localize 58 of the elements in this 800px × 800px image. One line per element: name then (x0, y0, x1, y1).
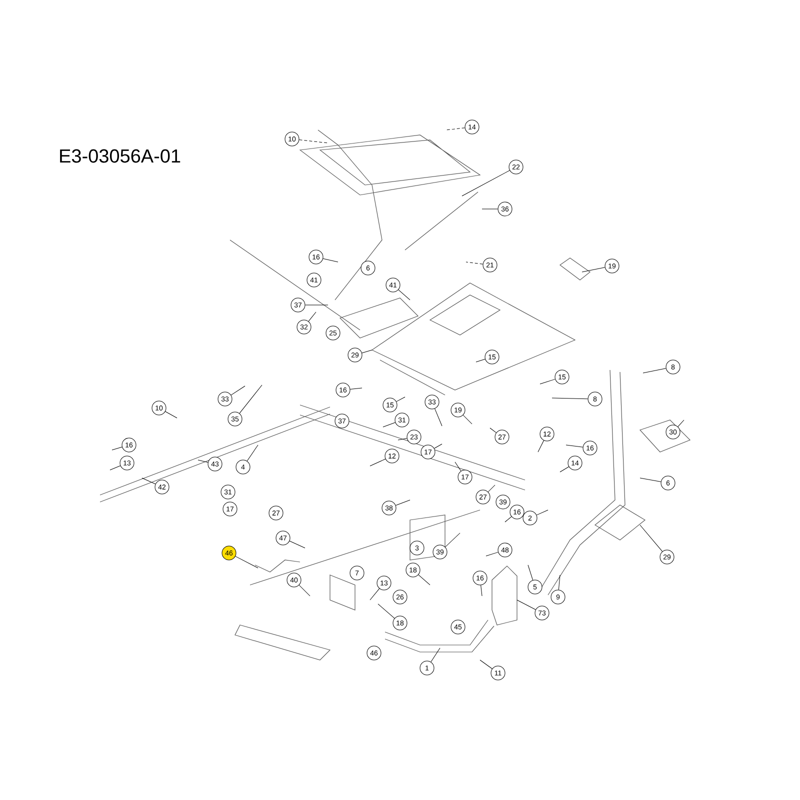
leader-line (528, 564, 534, 580)
leader-line (322, 258, 338, 262)
leader-line (538, 440, 544, 452)
leader-line (430, 648, 440, 662)
leader-line (198, 460, 208, 463)
leader-line (350, 388, 362, 390)
leader-line (482, 208, 498, 210)
leader-line (454, 462, 462, 472)
leader-line (382, 422, 396, 428)
leader-line (490, 428, 496, 433)
leader-line (235, 556, 258, 568)
leader-line (434, 408, 442, 426)
leader-line (142, 478, 156, 484)
leader-line (480, 584, 482, 596)
leader-line (445, 532, 460, 548)
leader-line (370, 458, 386, 466)
leader-line (289, 540, 306, 548)
leader-line (516, 600, 536, 610)
leader-line (398, 438, 408, 440)
leader-line (476, 358, 486, 362)
diagram-title: E3-03056A-01 (60, 149, 180, 163)
leader-line (396, 500, 410, 506)
leader-line (640, 524, 663, 552)
leader-line (308, 312, 316, 322)
leader-line (239, 384, 262, 414)
leader-line (462, 170, 510, 196)
leader-line (165, 411, 178, 418)
leader-line (566, 444, 584, 448)
leader-line (640, 478, 662, 482)
leader-line (398, 290, 410, 300)
leader-line (230, 386, 246, 396)
leader-line (486, 552, 498, 556)
leader-line (362, 350, 372, 354)
leader-line (560, 466, 570, 472)
leader-line (378, 604, 395, 618)
leader-line (434, 444, 442, 449)
leader-line (678, 420, 684, 427)
leader-line (462, 414, 472, 424)
leader-line (110, 466, 121, 470)
leader-line (396, 396, 406, 402)
leader-line (488, 484, 496, 492)
leader-line (246, 444, 258, 462)
leader-line (418, 574, 430, 586)
leader-line (480, 660, 492, 669)
leader-line (446, 128, 466, 130)
leader-line (298, 584, 310, 596)
leader-line (370, 588, 380, 600)
leader-line (305, 304, 328, 306)
leader-line (536, 510, 548, 516)
leader-line (642, 368, 666, 374)
leader-line (582, 267, 606, 272)
leader-line (552, 398, 588, 400)
leader-line (466, 262, 484, 264)
leader-line (298, 140, 328, 144)
leader-line (558, 574, 560, 590)
leader-line (504, 516, 512, 522)
leader-line (112, 446, 122, 450)
leader-line (540, 378, 556, 384)
